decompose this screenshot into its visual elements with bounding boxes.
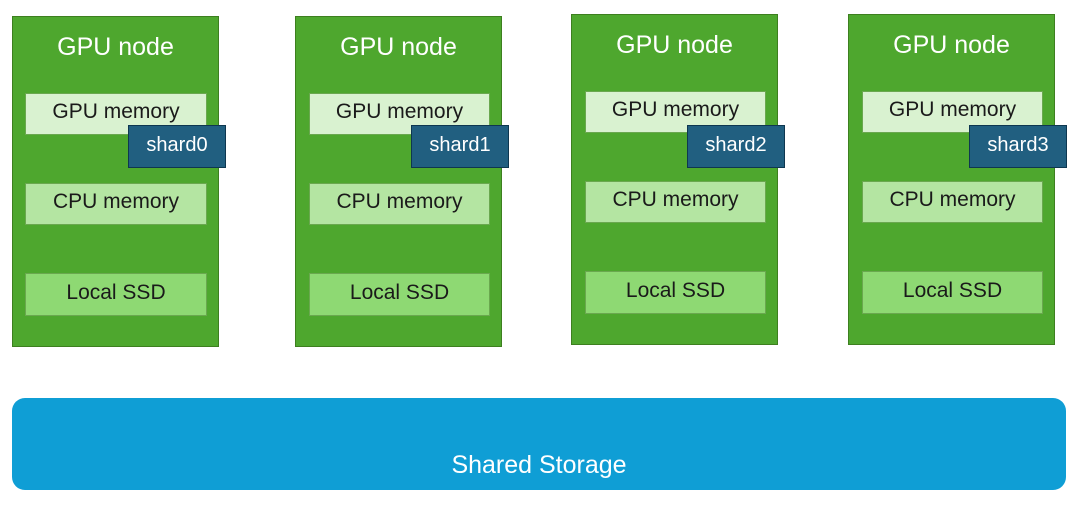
- shard-1: shard1: [411, 125, 509, 168]
- gpu-node-0: GPU node GPU memory CPU memory Local SSD: [12, 16, 219, 347]
- local-ssd-block: Local SSD: [862, 271, 1043, 314]
- gpu-node-title: GPU node: [616, 31, 733, 59]
- shard-3: shard3: [969, 125, 1067, 168]
- cpu-memory-block: CPU memory: [309, 183, 490, 225]
- shard-2: shard2: [687, 125, 785, 168]
- gpu-memory-block: GPU memory: [25, 93, 207, 135]
- gpu-node-title: GPU node: [57, 33, 174, 61]
- gpu-node-2: GPU node GPU memory CPU memory Local SSD: [571, 14, 778, 345]
- local-ssd-block: Local SSD: [25, 273, 207, 316]
- gpu-memory-block: GPU memory: [862, 91, 1043, 133]
- local-ssd-block: Local SSD: [309, 273, 490, 316]
- local-ssd-block: Local SSD: [585, 271, 766, 314]
- gpu-node-3: GPU node GPU memory CPU memory Local SSD: [848, 14, 1055, 345]
- gpu-node-title: GPU node: [893, 31, 1010, 59]
- shared-storage-label: Shared Storage: [451, 451, 627, 479]
- cpu-memory-block: CPU memory: [862, 181, 1043, 223]
- gpu-node-title: GPU node: [340, 33, 457, 61]
- cpu-memory-block: CPU memory: [25, 183, 207, 225]
- gpu-node-1: GPU node GPU memory CPU memory Local SSD: [295, 16, 502, 347]
- cpu-memory-block: CPU memory: [585, 181, 766, 223]
- shared-storage: Shared Storage: [12, 398, 1066, 490]
- shard-0: shard0: [128, 125, 226, 168]
